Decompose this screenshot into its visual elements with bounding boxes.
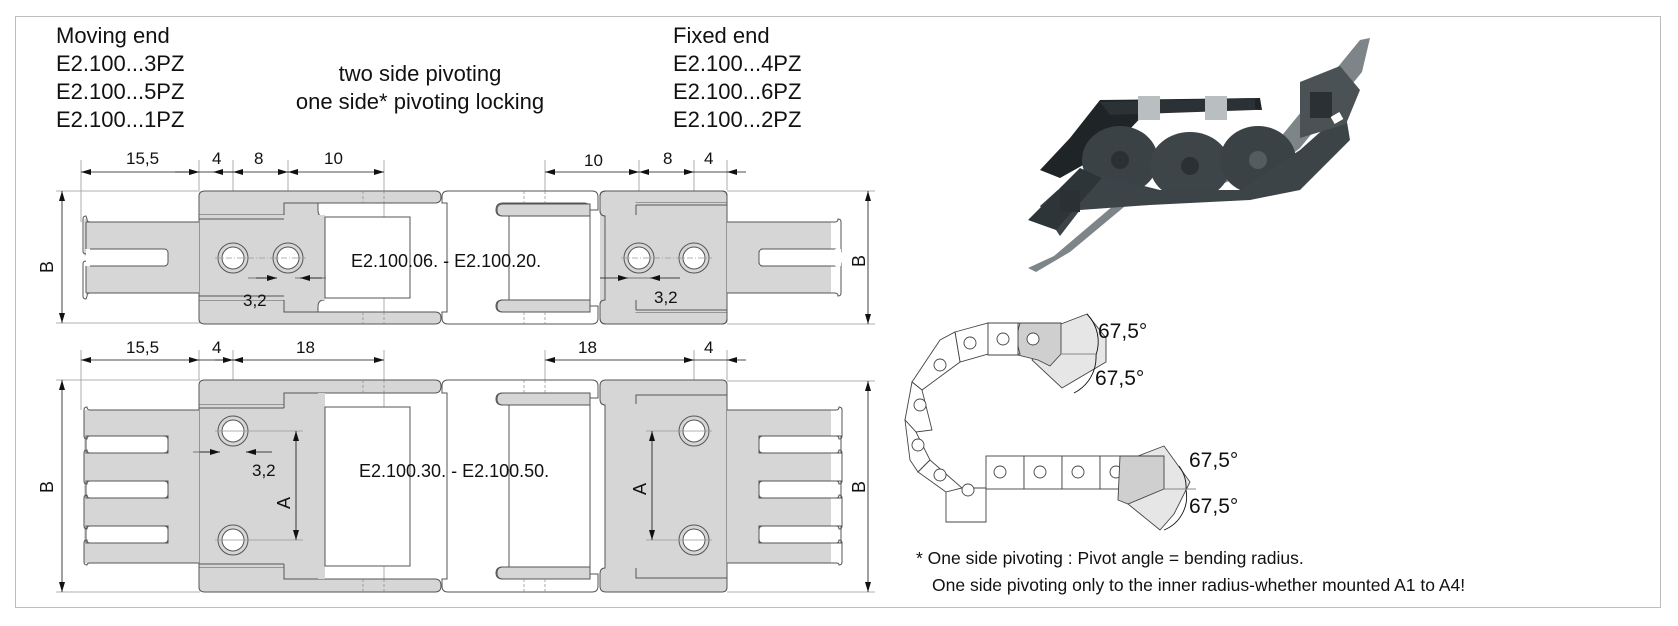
bottom-range-label: E2.100.30. - E2.100.50.: [359, 461, 550, 481]
height-b-top-left: B: [37, 260, 58, 274]
hole-spacing-a-left: A: [274, 496, 295, 510]
bottom-right-holes: [646, 415, 712, 556]
angle-bottom-lower: 67,5°: [1189, 495, 1239, 518]
top-range-label: E2.100.06. - E2.100.20.: [351, 251, 542, 271]
fixed-end-part: E2.100...4PZ: [673, 51, 802, 76]
fixed-end-part: E2.100...6PZ: [673, 79, 802, 104]
hole-dim-bottom: 3,2: [252, 461, 276, 480]
dim-4-bottom-right: 4: [704, 338, 714, 357]
angle-top-upper: 67,5°: [1098, 320, 1148, 343]
angle-top-lower: 67,5°: [1095, 367, 1145, 390]
pivot-caption-line1: two side pivoting: [338, 61, 502, 86]
top-left-holes: [215, 242, 306, 274]
chain-links: [904, 322, 1139, 523]
dim-18-bottom-left: 18: [296, 338, 315, 357]
dim-8-top-right: 8: [663, 149, 673, 168]
dim-15-5-top: 15,5: [126, 149, 160, 168]
fixed-end-title: Fixed end: [673, 23, 770, 48]
dim-4-bottom-left: 4: [212, 338, 222, 357]
footnote-line1: * One side pivoting : Pivot angle = bend…: [916, 548, 1304, 568]
hole-dim-top-left: 3,2: [243, 291, 267, 310]
moving-end-part: E2.100...3PZ: [56, 51, 185, 76]
hole-spacing-a-right: A: [630, 482, 651, 496]
pivot-diagram: [904, 313, 1196, 531]
bottom-dimension-lines: [59, 357, 871, 592]
dim-10-top-right: 10: [584, 151, 603, 170]
bottom-left-holes: [215, 415, 303, 556]
product-photo: [1028, 38, 1370, 272]
pivot-caption: two side pivoting one side* pivoting loc…: [295, 60, 545, 116]
moving-end-part: E2.100...1PZ: [56, 107, 185, 132]
dim-8-top-left: 8: [254, 149, 264, 168]
top-drawing: [56, 160, 875, 325]
moving-end-part: E2.100...5PZ: [56, 79, 185, 104]
pivot-caption-line2: one side* pivoting locking: [295, 89, 545, 114]
dim-4-top-left: 4: [212, 149, 222, 168]
top-dimension-lines: [59, 169, 871, 324]
dim-15-5-bottom: 15,5: [126, 338, 160, 357]
dim-10-top-left: 10: [324, 149, 343, 168]
fixed-end-block: Fixed end E2.100...4PZ E2.100...6PZ E2.1…: [673, 22, 801, 134]
moving-end-block: Moving end E2.100...3PZ E2.100...5PZ E2.…: [56, 22, 184, 134]
top-right-holes: [621, 242, 712, 274]
hole-dim-top-right: 3,2: [654, 288, 678, 307]
fixed-end-part: E2.100...2PZ: [673, 107, 802, 132]
drawing-frame: [15, 16, 1661, 608]
angle-bottom-upper: 67,5°: [1189, 449, 1239, 472]
dim-18-bottom-right: 18: [578, 338, 597, 357]
dim-4-top-right: 4: [704, 149, 714, 168]
bottom-drawing: [56, 350, 875, 593]
height-b-top-right: B: [849, 254, 870, 268]
height-b-bottom-left: B: [37, 480, 58, 494]
moving-end-title: Moving end: [56, 23, 170, 48]
footnote-line2: One side pivoting only to the inner radi…: [932, 575, 1466, 595]
height-b-bottom-right: B: [849, 480, 870, 494]
